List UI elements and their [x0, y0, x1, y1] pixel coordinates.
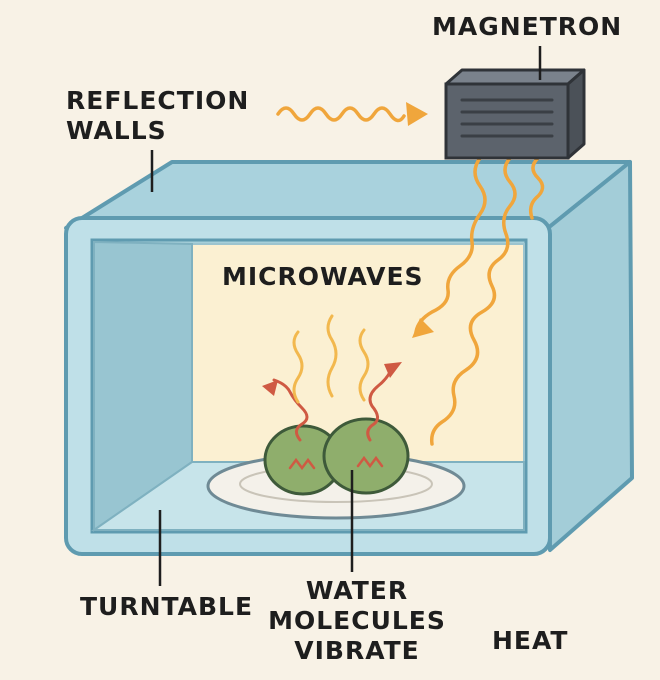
vibration-squiggle-right	[356, 455, 384, 469]
microwave-wave-3	[528, 156, 545, 220]
steam-line-1	[292, 330, 304, 404]
magnetron-label: MAGNETRON	[432, 12, 622, 42]
steam-line-3	[358, 328, 370, 402]
heat-label: HEAT	[492, 626, 568, 656]
heat-arrow-left	[272, 378, 309, 442]
reflection-walls-label: REFLECTION WALLS	[66, 86, 249, 146]
water-molecules-line-2: MOLECULES	[268, 606, 446, 635]
heat-arrow-right-head	[384, 362, 402, 378]
magnetron-top	[444, 68, 586, 86]
water-molecules-line-3: VIBRATE	[294, 636, 420, 665]
microwaves-label-text: MICROWAVES	[222, 262, 424, 291]
heat-label-text: HEAT	[492, 626, 569, 655]
water-molecules-line-1: WATER	[305, 576, 409, 605]
magnetron-label-text: MAGNETRON	[432, 12, 623, 41]
reflection-walls-line-1: REFLECTION	[66, 86, 250, 115]
turntable-label-text: TURNTABLE	[80, 592, 254, 621]
magnetron-side	[566, 68, 586, 160]
magnetron-box	[444, 82, 570, 160]
heat-arrow-left-head	[262, 380, 278, 396]
water-molecules-label: WATER MOLECULES VIBRATE	[262, 576, 452, 666]
microwave-wave-2	[429, 156, 517, 446]
microwave-wave-1	[414, 156, 487, 334]
reflection-wave-arrow-head	[406, 102, 428, 126]
reflection-wave-arrow	[276, 106, 406, 123]
vibration-squiggle-left	[288, 457, 316, 471]
steam-line-2	[326, 314, 338, 398]
turntable-label: TURNTABLE	[80, 592, 253, 622]
microwave-wave-1-head	[412, 318, 434, 338]
reflection-walls-line-2: WALLS	[66, 116, 167, 145]
heat-arrow-right	[366, 366, 394, 442]
magnetron-vents	[460, 98, 554, 138]
food-item-right	[322, 417, 410, 495]
microwaves-label: MICROWAVES	[222, 262, 424, 292]
oven-side-face	[546, 160, 634, 552]
